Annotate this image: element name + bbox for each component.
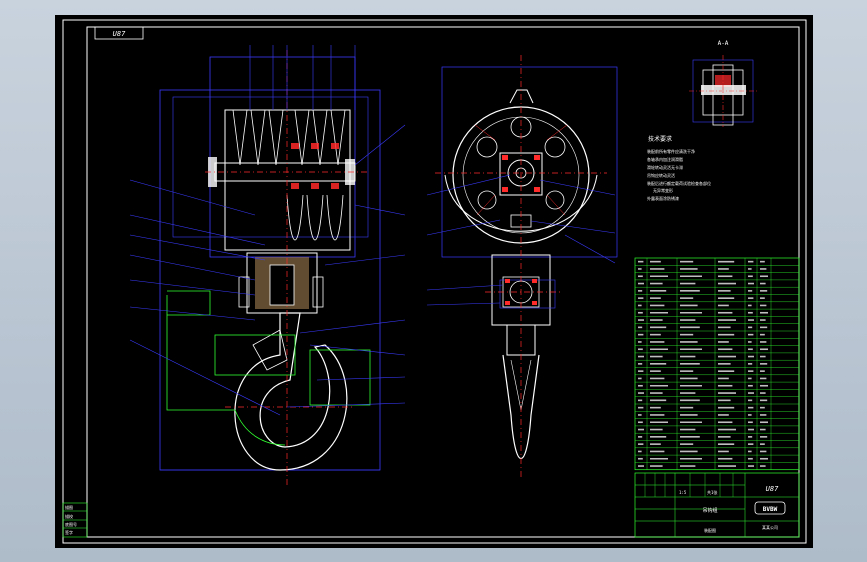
company-logo [754, 501, 786, 515]
company-logo-text: BVBW [763, 506, 778, 513]
svg-text:各轴承内加注润滑脂: 各轴承内加注润滑脂 [647, 156, 683, 162]
svg-text:描校: 描校 [65, 513, 73, 519]
svg-text:无异常变形: 无异常变形 [653, 187, 673, 193]
drawing-tag-box [94, 26, 144, 40]
svg-text:滑轮转动灵活无卡滞: 滑轮转动灵活无卡滞 [647, 164, 683, 170]
drawing-tag: U87 [113, 30, 126, 38]
svg-text:外露表面涂防锈漆: 外露表面涂防锈漆 [647, 195, 679, 201]
title-name: 吊钩组 [702, 507, 717, 514]
inner-frame [86, 26, 800, 538]
title-sheet: 共1张 [707, 489, 717, 495]
svg-text:装配前所有零件应清洗干净: 装配前所有零件应清洗干净 [647, 148, 695, 154]
svg-text:装配后进行额定载荷试验检查各部位: 装配后进行额定载荷试验检查各部位 [647, 180, 711, 186]
title-block: U87 吊钩组 装配图 1:5 共1张 BVBW 某某公司 [634, 472, 800, 538]
svg-text:技术要求: 技术要求 [648, 135, 672, 143]
section-a-a: A-A [689, 40, 757, 127]
cad-drawing-viewport[interactable]: U87 描图 描校 底图号 签字 [55, 15, 813, 548]
svg-text:底图号: 底图号 [65, 521, 77, 527]
hook-outline [234, 312, 348, 471]
cad-drawing: U87 描图 描校 底图号 签字 [62, 19, 807, 544]
technical-notes: 技术要求 装配前所有零件应清洗干净 各轴承内加注润滑脂 滑轮转动灵活无卡滞 吊钩… [647, 135, 711, 201]
left-stamp: 描图 描校 底图号 签字 [62, 502, 88, 538]
title-code: U87 [766, 485, 779, 493]
outer-frame [62, 19, 807, 544]
svg-text:描图: 描图 [65, 504, 73, 510]
bill-of-materials [634, 257, 800, 471]
title-material: 装配图 [704, 527, 716, 533]
section-label: A-A [718, 40, 729, 47]
front-view [129, 45, 406, 485]
company-name: 某某公司 [762, 524, 778, 530]
side-view [426, 55, 618, 480]
svg-text:签字: 签字 [65, 529, 73, 535]
svg-text:吊钩应转动灵活: 吊钩应转动灵活 [647, 172, 675, 178]
title-scale: 1:5 [679, 490, 687, 495]
